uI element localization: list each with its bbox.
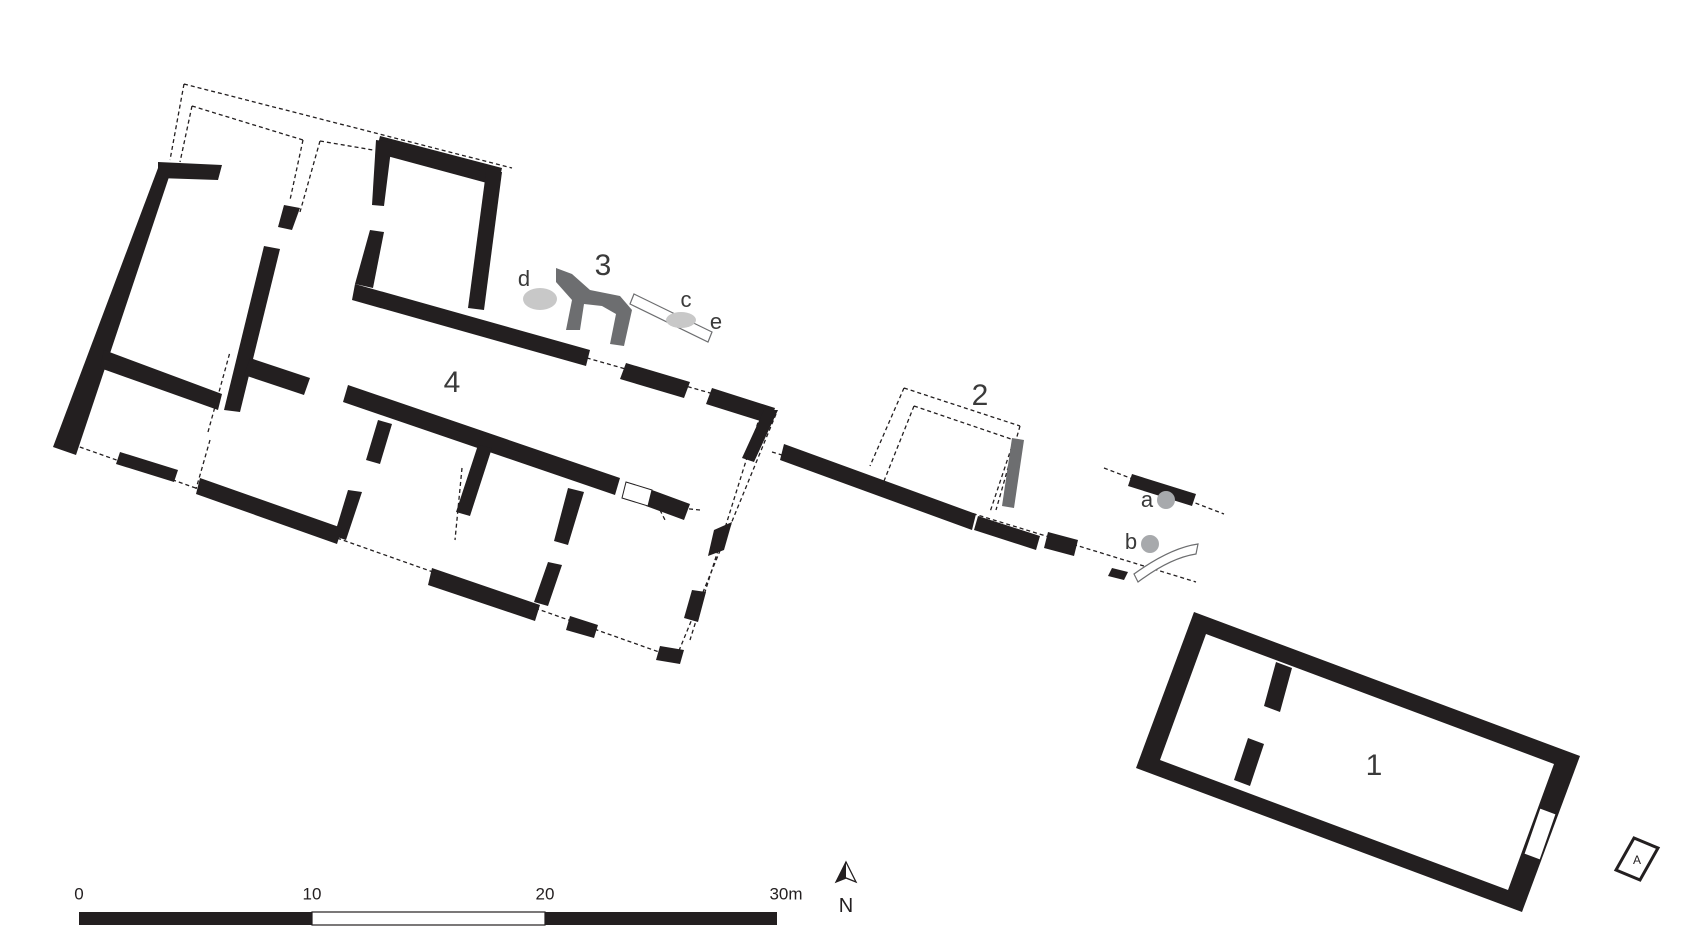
wall-1-partition-lower xyxy=(1234,738,1264,786)
threshold-1 xyxy=(1523,807,1557,861)
wall-2-east-frag xyxy=(1128,474,1196,506)
scale-bar-seg2 xyxy=(311,911,546,926)
wall-4-hall-north-seg3 xyxy=(706,388,775,424)
wall-4-south-div5 xyxy=(534,562,562,606)
feature-2-pier xyxy=(1002,438,1024,508)
wall-4-inner-n-stub xyxy=(278,205,300,230)
marker-a-box xyxy=(1613,836,1661,882)
feature-label-b: b xyxy=(1124,529,1138,554)
room-1-interior xyxy=(1160,634,1554,890)
wall-4-south-div2 xyxy=(334,490,362,540)
wall-1-partition-upper xyxy=(1264,662,1292,712)
wall-4-hall-north-seg2 xyxy=(620,363,690,398)
wall-4-hall-south-seg2 xyxy=(646,490,690,520)
room-label-1: 1 xyxy=(1365,749,1383,782)
building-3-features xyxy=(523,268,713,346)
wall-4-north-stub xyxy=(158,162,222,180)
feature-b xyxy=(1141,535,1159,553)
feature-c xyxy=(666,312,696,328)
feature-d xyxy=(523,288,557,310)
wall-4-south-div3 xyxy=(456,445,492,516)
feature-label-c: c xyxy=(680,287,692,312)
north-arrow-label: N xyxy=(838,895,854,917)
wall-4-room-divider-w xyxy=(100,350,222,410)
building-4 xyxy=(53,83,778,664)
threshold-4 xyxy=(621,481,653,507)
scale-bar xyxy=(79,911,777,926)
wall-4-south-frag4 xyxy=(566,616,598,638)
wall-2-seg3 xyxy=(1044,532,1078,556)
wall-4-west xyxy=(53,168,172,455)
feature-label-d: d xyxy=(517,266,531,291)
wall-2-west-long xyxy=(780,444,976,530)
wall-4-east-frag1 xyxy=(708,522,732,556)
marker-a-outline xyxy=(1613,836,1661,882)
wall-4-hall-north xyxy=(352,284,590,366)
wall-4-south-div1 xyxy=(366,420,392,464)
wall-2-seg2 xyxy=(974,516,1040,550)
scale-tick-30m: 30m xyxy=(769,884,803,904)
scale-bar-seg3 xyxy=(545,912,777,925)
feature-3-wall xyxy=(556,268,632,346)
wall-4-hall-east xyxy=(742,410,778,462)
wall-4-tower-east xyxy=(468,172,502,310)
wall-4-south-frag1 xyxy=(116,452,178,482)
wall-4-hall-south xyxy=(343,385,620,495)
room-label-2: 2 xyxy=(971,379,989,412)
north-arrow xyxy=(834,860,858,884)
room-label-3: 3 xyxy=(594,249,612,282)
feature-a xyxy=(1157,491,1175,509)
wall-4-south-div4 xyxy=(554,488,584,545)
feature-b-channel xyxy=(1133,543,1199,583)
building-1 xyxy=(1136,612,1580,912)
restored-outline-4-outer xyxy=(59,83,777,659)
wall-4-inner-spine xyxy=(224,246,280,412)
scale-tick-10: 10 xyxy=(302,884,322,904)
wall-4-inner-cross xyxy=(244,358,310,395)
wall-4-east-frag2 xyxy=(684,590,706,622)
wall-2-east-frag2 xyxy=(1108,568,1128,580)
feature-label-a: a xyxy=(1140,487,1154,512)
scale-tick-20: 20 xyxy=(535,884,555,904)
scale-tick-0: 0 xyxy=(74,884,84,904)
wall-4-se-corner xyxy=(656,646,684,664)
room-label-4: 4 xyxy=(443,366,461,399)
feature-label-e: e xyxy=(709,309,723,334)
marker-label-a: A xyxy=(1632,853,1642,867)
north-arrow-head-half xyxy=(836,862,846,882)
wall-4-tower-north xyxy=(376,136,502,186)
building-2 xyxy=(771,387,1225,583)
wall-4-south-frag3 xyxy=(428,568,540,621)
wall-4-tower-west-lower xyxy=(355,230,384,288)
wall-4-south-frag2 xyxy=(196,478,342,544)
wall-4-tower-west-upper xyxy=(372,140,392,206)
scale-bar-seg1 xyxy=(79,912,312,925)
